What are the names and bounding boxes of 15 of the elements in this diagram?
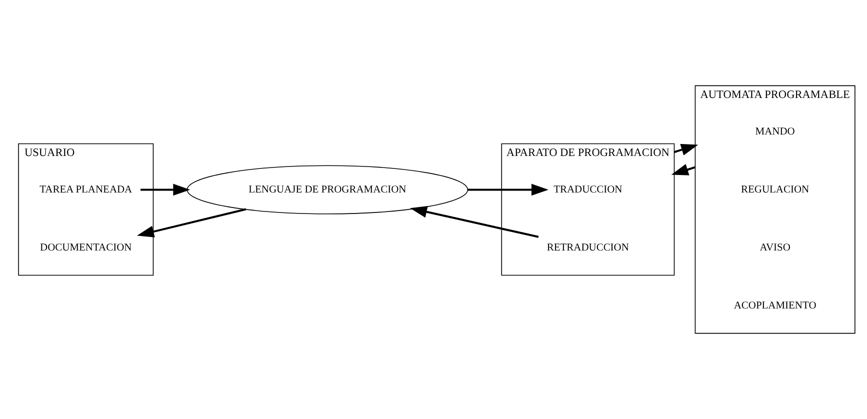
node-ellipse: LENGUAJE DE PROGRAMACION <box>186 165 468 214</box>
node-text: AVISO <box>760 242 790 254</box>
node-text: RETRADUCCION <box>546 242 629 254</box>
arrow <box>674 144 698 156</box>
arrow <box>671 164 696 176</box>
node-text: TRADUCCION <box>554 184 622 196</box>
arrow <box>140 184 190 196</box>
node-text: REGULACION <box>741 184 810 196</box>
node-text: ACOPLAMIENTO <box>734 300 816 312</box>
node-text: MANDO <box>755 126 795 138</box>
arrow <box>136 208 246 238</box>
arrow <box>468 184 548 196</box>
node-text: DOCUMENTACION <box>40 242 132 254</box>
arrow <box>410 206 539 238</box>
node-text: TAREA PLANEADA <box>40 184 132 196</box>
